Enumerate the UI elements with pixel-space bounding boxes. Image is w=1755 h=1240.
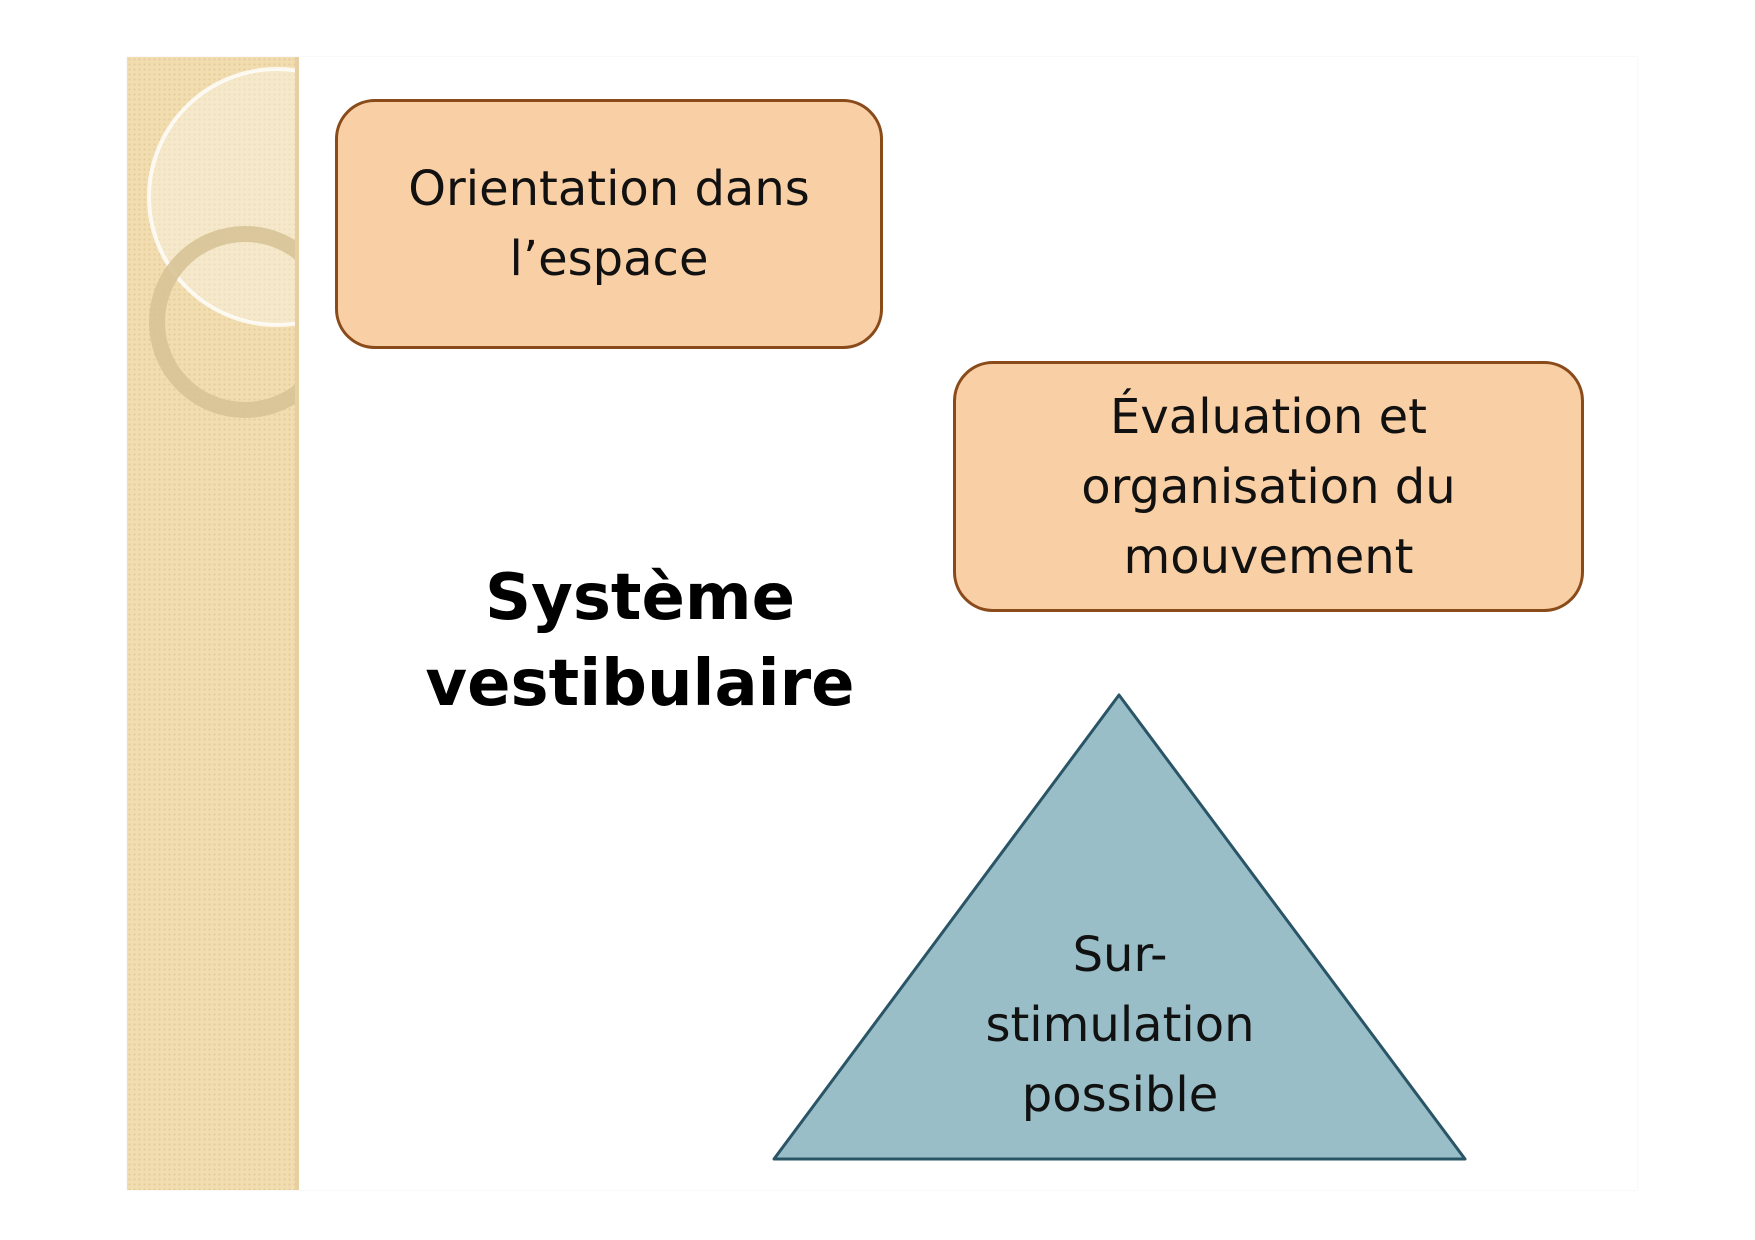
orientation-line-2: l’espace <box>509 231 709 287</box>
triangle-line-2: stimulation <box>985 997 1255 1053</box>
evaluation-line-2: organisation du <box>1081 458 1456 515</box>
triangle-shape <box>772 693 1467 1161</box>
evaluation-box: Évaluation et organisation du mouvement <box>953 361 1584 612</box>
title-line-2: vestibulaire <box>425 647 855 721</box>
triangle-line-1: Sur- <box>1072 927 1168 983</box>
evaluation-line-3: mouvement <box>1123 528 1414 585</box>
triangle-line-3: possible <box>1021 1067 1219 1123</box>
central-title: Système vestibulaire <box>400 555 880 727</box>
title-line-1: Système <box>485 561 795 635</box>
orientation-line-1: Orientation dans <box>408 161 810 217</box>
decorative-side-band <box>127 57 299 1190</box>
orientation-box: Orientation dans l’espace <box>335 99 883 349</box>
evaluation-line-1: Évaluation et <box>1110 388 1427 445</box>
decorative-circles-icon <box>147 67 295 418</box>
triangle-label: Sur- stimulation possible <box>960 920 1280 1130</box>
